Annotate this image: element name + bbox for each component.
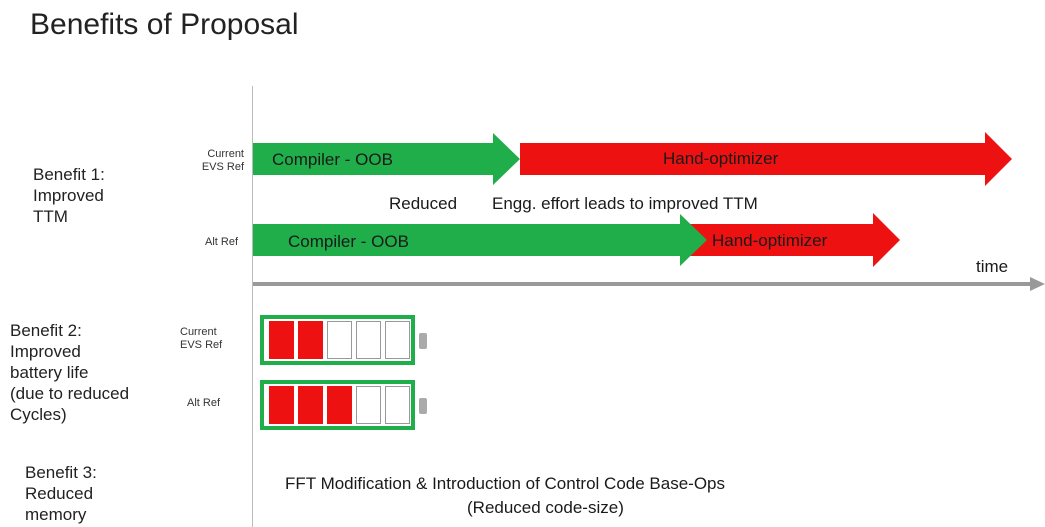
vertical-divider	[252, 86, 253, 527]
battery-cell	[298, 321, 323, 359]
row2-compiler-arrow	[253, 214, 707, 266]
benefit2-row2-label: Alt Ref	[187, 397, 221, 409]
battery-cell	[385, 386, 410, 424]
row1-compiler-label: Compiler - OOB	[272, 150, 393, 169]
battery-cell	[356, 386, 381, 424]
battery-alt-nub	[419, 398, 427, 414]
row2-hand-optimizer-label: Hand-optimizer	[712, 231, 828, 250]
battery-cell	[327, 386, 352, 424]
benefit2-row1-label: Current EVS Ref	[180, 326, 223, 351]
page-title: Benefits of Proposal	[30, 8, 299, 41]
row1-hand-optimizer-label: Hand-optimizer	[663, 149, 779, 168]
battery-cell	[327, 321, 352, 359]
row1-hand-optimizer-arrow	[520, 132, 1012, 186]
battery-current	[260, 315, 415, 365]
battery-current-nub	[419, 333, 427, 349]
battery-cell	[356, 321, 381, 359]
row2-compiler-label: Compiler - OOB	[288, 232, 409, 251]
benefit1-row1-label: Current EVS Ref	[201, 148, 244, 173]
note-engg-effort: Engg. effort leads to improved TTM	[492, 194, 758, 213]
benefit3-label: Benefit 3: Reduced memory	[25, 463, 97, 524]
row1-compiler-arrow	[253, 133, 520, 185]
benefit3-line2: (Reduced code-size)	[467, 498, 624, 517]
battery-cell	[298, 386, 323, 424]
battery-cell	[269, 386, 294, 424]
battery-alt	[260, 380, 415, 430]
note-reduced: Reduced	[389, 194, 458, 213]
battery-cell	[269, 321, 294, 359]
battery-cell	[385, 321, 410, 359]
row2-hand-optimizer-arrow	[690, 213, 900, 267]
benefit1-row2-label: Alt Ref	[204, 236, 238, 248]
benefit3-line1: FFT Modification & Introduction of Contr…	[285, 474, 725, 493]
benefit1-label: Benefit 1: Improved TTM	[33, 165, 105, 226]
benefit2-label: Benefit 2: Improved battery life (due to…	[10, 321, 130, 424]
time-axis-label: time	[976, 257, 1009, 276]
time-axis-arrowhead	[1030, 277, 1045, 291]
